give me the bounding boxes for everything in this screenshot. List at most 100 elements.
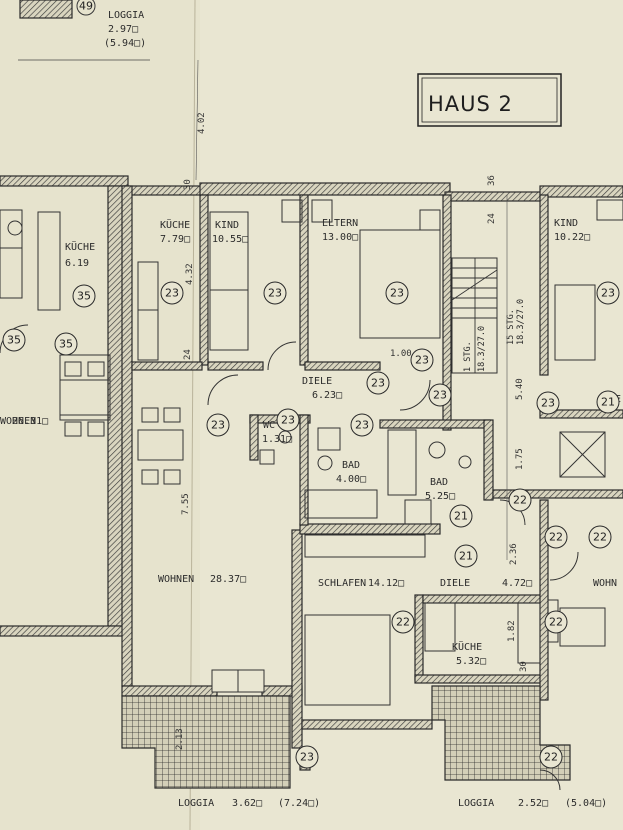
room-marker: 35 xyxy=(59,338,73,351)
room-marker-circle xyxy=(544,525,568,549)
room-name: LOGGIA xyxy=(108,10,144,21)
bottom-loggias xyxy=(121,669,571,789)
room-marker: 23 xyxy=(601,287,615,300)
room-name: DIELE xyxy=(302,376,332,387)
room-marker-circle xyxy=(449,504,473,528)
dimension: 24 xyxy=(183,349,193,360)
dimension: 30 xyxy=(183,179,193,190)
room-name: SCHLAFEN xyxy=(318,578,366,589)
room-marker: 21 xyxy=(454,510,468,523)
stair-label: 1 STG. xyxy=(463,341,473,372)
room-marker-circle xyxy=(536,391,560,415)
room-marker: 23 xyxy=(390,287,404,300)
room-marker-circle xyxy=(428,383,452,407)
room-area: 13.00□ xyxy=(322,232,358,243)
room-area: 4.72□ xyxy=(502,578,532,589)
dimension: 30 xyxy=(519,661,529,672)
room-area: 14.12□ xyxy=(368,578,404,589)
room-marker: 23 xyxy=(541,397,555,410)
room-labels: KÜCHE 6.19 KÜCHE 7.79□ KIND 10.55□ ELTER… xyxy=(0,218,621,809)
room-area: 10.22□ xyxy=(554,232,590,243)
room-marker: 23 xyxy=(268,287,282,300)
room-area: 1.31□ xyxy=(262,434,292,445)
stair-label: 15 STG. xyxy=(506,309,516,345)
room-marker-circle xyxy=(539,745,563,769)
room-area: 2.97□ xyxy=(108,24,138,35)
room-area: 10.55□ xyxy=(212,234,248,245)
room-area: 5.25□ xyxy=(425,491,455,502)
room-marker: 23 xyxy=(371,377,385,390)
room-marker: 23 xyxy=(300,751,314,764)
marker: 49 xyxy=(79,0,93,13)
dimensions: 4.02 30 36 24 4.32 24 5.40 1.75 7.55 2.3… xyxy=(175,59,529,750)
house-label-box: HAUS 2 xyxy=(417,73,562,127)
room-marker-circle xyxy=(410,348,434,372)
dimension: 1.75 xyxy=(515,448,525,470)
room-area: 6.19 xyxy=(65,258,89,269)
room-name: LOGGIA xyxy=(458,798,494,809)
room-name: BAD xyxy=(342,460,360,471)
room-marker: 23 xyxy=(281,414,295,427)
room-marker: 23 xyxy=(165,287,179,300)
room-area-secondary: (5.94□) xyxy=(104,38,146,49)
room-name: KIND xyxy=(215,220,239,231)
room-marker-circle xyxy=(454,544,478,568)
room-marker-circle xyxy=(206,413,230,437)
room-marker-circle xyxy=(391,610,415,634)
room-marker-circle xyxy=(160,281,184,305)
room-name: WOHNEN xyxy=(158,574,194,585)
dimension: 4.32 xyxy=(185,263,195,285)
room-marker-circle xyxy=(596,390,620,414)
room-marker: 23 xyxy=(355,419,369,432)
room-area: 7.79□ xyxy=(160,234,190,245)
room-marker-circle xyxy=(544,610,568,634)
stair-label: 18.3/27.0 xyxy=(477,326,487,372)
room-area: 4.00□ xyxy=(336,474,366,485)
room-marker-circle xyxy=(276,408,300,432)
dimension: 4.02 xyxy=(197,112,207,134)
staircase: 1 STG. 18.3/27.0 15 STG. 18.3/27.0 xyxy=(451,257,526,374)
room-name: ELTERN xyxy=(322,218,358,229)
walls xyxy=(0,175,623,771)
room-marker-circle xyxy=(350,413,374,437)
room-marker: 23 xyxy=(433,389,447,402)
room-marker-circle xyxy=(366,371,390,395)
room-area: 3.62□ xyxy=(232,798,262,809)
room-marker: 21 xyxy=(459,550,473,563)
room-name: WC xyxy=(263,420,275,431)
room-name: WOHNEN xyxy=(0,416,36,427)
room-marker-circle xyxy=(508,488,532,512)
room-marker: 35 xyxy=(77,290,91,303)
room-marker: 22 xyxy=(513,494,527,507)
room-marker: 35 xyxy=(7,334,21,347)
room-area: 28.37□ xyxy=(210,574,246,585)
room-name: KÜCHE xyxy=(452,640,482,653)
room-marker: 21 xyxy=(601,396,615,409)
room-marker: 22 xyxy=(549,531,563,544)
room-marker-circle xyxy=(72,284,96,308)
room-name: WOHN xyxy=(593,578,617,589)
dimension: 5.40 xyxy=(515,378,525,400)
room-area: 26.31□ xyxy=(12,416,48,427)
room-area-secondary: (7.24□) xyxy=(278,798,320,809)
room-marker-circle xyxy=(263,281,287,305)
dimension: 36 xyxy=(487,175,497,186)
top-loggia: 49 LOGGIA 2.97□ (5.94□) xyxy=(18,0,150,61)
room-area: 6.23□ xyxy=(312,390,342,401)
room-marker: 23 xyxy=(415,354,429,367)
dimension: 1.82 xyxy=(507,620,517,642)
furniture xyxy=(0,199,623,791)
house-label: HAUS 2 xyxy=(428,92,513,116)
dimension: 24 xyxy=(487,213,497,224)
stair-label: 18.3/27.0 xyxy=(516,299,526,345)
room-marker-circle xyxy=(295,745,319,769)
dimension: 1.00 xyxy=(390,349,412,359)
room-marker: 22 xyxy=(396,616,410,629)
room-marker-circle xyxy=(596,281,620,305)
room-marker-circle xyxy=(588,525,612,549)
room-area-secondary: (5.04□) xyxy=(565,798,607,809)
room-marker-circle xyxy=(2,328,26,352)
room-marker: 22 xyxy=(544,751,558,764)
